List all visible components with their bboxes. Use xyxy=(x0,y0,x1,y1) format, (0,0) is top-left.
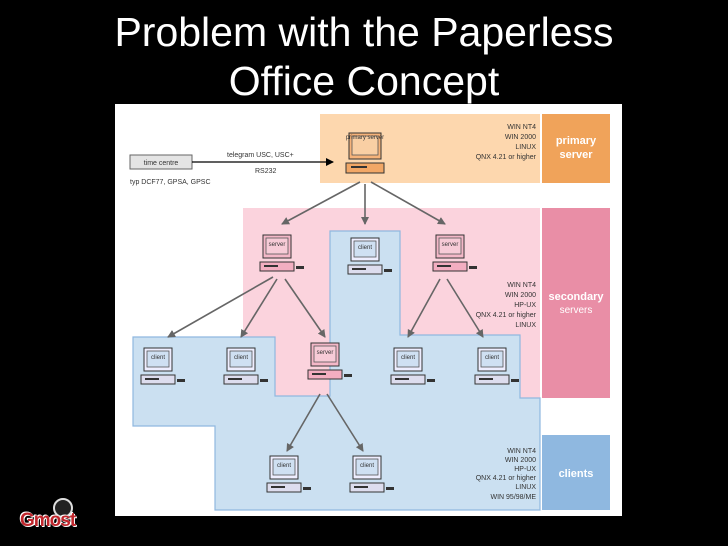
arrow-s1-client2 xyxy=(240,278,278,338)
client-5-label: client xyxy=(277,463,291,469)
primary-server-node: primary server xyxy=(345,132,385,174)
secondary-os-3: QNX 4.21 or higher xyxy=(476,312,537,319)
arrow-s2-client3 xyxy=(407,278,441,338)
secondary-label-line2: servers xyxy=(560,305,593,316)
client-node-2: client xyxy=(223,347,269,385)
primary-label-line2: server xyxy=(559,149,593,161)
arrow-s1-server3 xyxy=(284,278,326,338)
time-centre-label: time centre xyxy=(144,160,179,167)
logo-text: Gmost xyxy=(20,510,76,531)
clients-os-5: WIN 95/98/ME xyxy=(490,494,536,501)
rs232-label: RS232 xyxy=(255,168,277,175)
telegram-label: telegram USC, USC+ xyxy=(227,152,294,159)
client-node-1: client xyxy=(140,347,186,385)
secondary-os-2: HP-UX xyxy=(514,302,536,309)
secondary-os-0: WIN NT4 xyxy=(507,282,536,289)
clients-os-4: LINUX xyxy=(515,484,536,491)
network-diagram: primary server secondary servers clients… xyxy=(115,104,622,516)
clients-os-0: WIN NT4 xyxy=(507,448,536,455)
client-1-label: client xyxy=(151,355,165,361)
title-line-1: Problem with the Paperless xyxy=(114,9,614,55)
client-3-label: client xyxy=(401,355,415,361)
primary-server-label: primary server xyxy=(346,135,384,141)
server-2-label: server xyxy=(442,242,459,248)
client-node-6: client xyxy=(349,455,395,493)
server-1-label: server xyxy=(269,242,286,248)
client-4-label: client xyxy=(485,355,499,361)
slide-title: Problem with the Paperless Office Concep… xyxy=(0,8,728,106)
gmost-logo: Gmost xyxy=(20,498,100,536)
clients-os-2: HP-UX xyxy=(514,466,536,473)
client-top-label: client xyxy=(358,245,372,251)
secondary-os-1: WIN 2000 xyxy=(505,292,536,299)
client-node-3: client xyxy=(390,347,436,385)
soccer-ball-icon xyxy=(53,498,73,518)
secondary-os-4: LINUX xyxy=(515,322,536,329)
primary-os-0: WIN NT4 xyxy=(507,124,536,131)
client-2-label: client xyxy=(234,355,248,361)
server-node-3: server xyxy=(307,342,353,380)
primary-label-box xyxy=(542,114,610,183)
secondary-label-box xyxy=(542,208,610,398)
secondary-label-line1: secondary xyxy=(548,291,604,303)
client-6-label: client xyxy=(360,463,374,469)
primary-label-line1: primary xyxy=(556,135,597,147)
clients-os-1: WIN 2000 xyxy=(505,457,536,464)
primary-os-2: LINUX xyxy=(515,144,536,151)
primary-os-1: WIN 2000 xyxy=(505,134,536,141)
title-line-2: Office Concept xyxy=(228,58,500,104)
clients-label: clients xyxy=(559,468,594,480)
server-node-1: server xyxy=(259,234,305,272)
clients-label-box xyxy=(542,435,610,510)
clients-os-3: QNX 4.21 or higher xyxy=(476,475,537,482)
arrow-primary-server2 xyxy=(370,181,446,225)
server-node-2: server xyxy=(432,234,478,272)
arrow-s1-client1 xyxy=(167,276,274,338)
client-node-4: client xyxy=(474,347,520,385)
arrow-primary-server1 xyxy=(281,181,361,225)
client-node-5: client xyxy=(266,455,312,493)
arrow-s2-client4 xyxy=(446,278,484,338)
time-centre-type: typ DCF77, GPSA, GPSC xyxy=(130,179,211,186)
arrow-s3-client5 xyxy=(286,393,321,452)
server-3-label: server xyxy=(317,350,334,356)
client-node-top: client xyxy=(347,237,393,275)
arrow-s3-client6 xyxy=(326,393,364,452)
primary-os-3: QNX 4.21 or higher xyxy=(476,154,537,161)
